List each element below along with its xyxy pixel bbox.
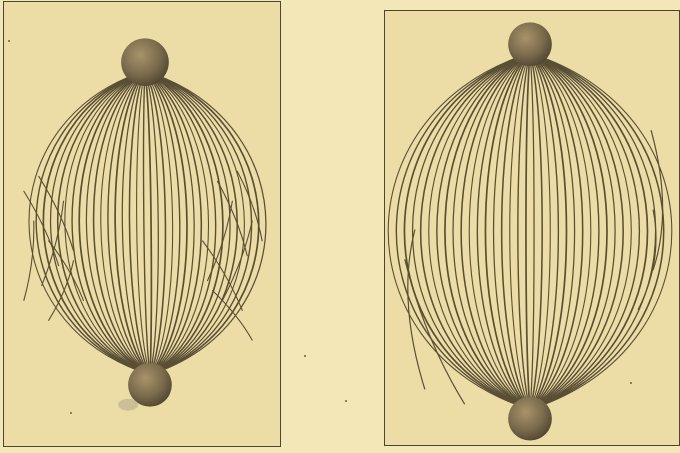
smudge-left <box>118 399 138 411</box>
speck <box>8 40 10 42</box>
pole-top-left <box>121 38 169 86</box>
spindle-left-drawing <box>4 2 280 446</box>
spindle-right-drawing <box>385 11 679 445</box>
spindle-fiber <box>530 56 534 407</box>
pole-bottom-left <box>128 363 172 407</box>
speck <box>304 355 306 357</box>
spindle-fiber <box>146 74 159 372</box>
spindle-fiber <box>405 260 465 404</box>
spindle-fiber <box>79 74 145 372</box>
speck <box>70 412 72 414</box>
cross-fiber <box>208 201 233 280</box>
spindle-fiber <box>36 74 142 372</box>
cross-fiber <box>24 221 34 300</box>
speck <box>630 382 632 384</box>
pole-top-right <box>508 22 552 66</box>
spindle-fibers-left <box>29 74 266 372</box>
speck <box>345 400 347 402</box>
spindle-fiber <box>526 56 530 407</box>
spindle-fiber <box>421 56 524 407</box>
spindle-fibers-right <box>388 56 672 407</box>
figure-left-spindle <box>3 1 281 447</box>
spindle-fiber <box>137 74 150 372</box>
figure-right-spindle <box>384 10 680 446</box>
pole-bottom-right <box>508 397 552 441</box>
